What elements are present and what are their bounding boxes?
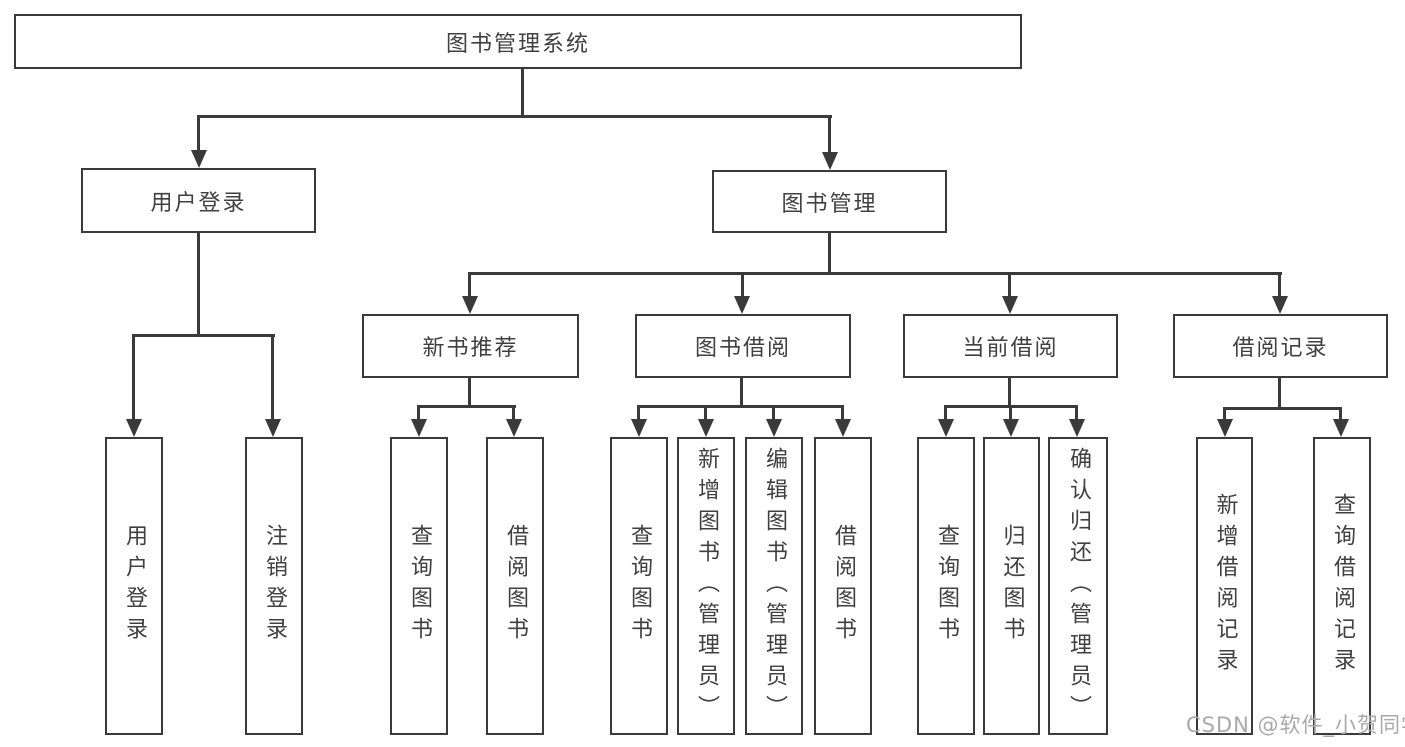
arrowhead-to-leaf-user-login [126,419,142,437]
node-root: 图书管理系统 [14,14,1022,69]
connector-borrow-stub [740,378,743,407]
arrowhead-to-cur-query [938,419,954,437]
connector-root-left-stem [197,115,200,153]
arrowhead-to-current-borrow [1002,296,1018,314]
arrowhead-to-rec-add [1217,419,1233,437]
connector-borrow-bar [637,405,844,408]
connector-bookmgmt-stub [828,233,831,274]
arrowhead-to-book-mgmt [822,152,838,170]
leaf-current-query-book: 查询图书 [917,437,975,735]
leaf-current-return-book: 归还图书 [983,437,1040,735]
connector-bookmgmt-stem-2 [741,272,744,299]
connector-bookmgmt-stem-4 [1278,272,1281,299]
connector-login-stem-2 [271,334,274,422]
connector-borrow-stem-1 [637,405,640,421]
leaf-logout: 注销登录 [245,437,303,735]
connector-bookmgmt-stem-3 [1008,272,1011,299]
csdn-watermark: CSDN @软件_小贺同学 [1186,713,1405,737]
connector-root-right-stem [828,115,831,155]
leaf-user-login: 用户登录 [105,437,163,735]
arrowhead-to-nb-borrow [506,419,522,437]
arrowhead-to-bw-query [631,419,647,437]
connector-current-stem-3 [1075,405,1078,421]
node-new-book-recommend: 新书推荐 [362,314,579,378]
connector-records-stem-1 [1223,407,1226,421]
arrowhead-to-rec-query [1333,419,1349,437]
leaf-borrow-edit-book-admin: 编辑图书（管理员） [745,437,803,735]
connector-records-stub [1278,378,1281,409]
arrowhead-to-bw-add [698,419,714,437]
leaf-current-confirm-return-admin: 确认归还（管理员） [1048,437,1108,735]
connector-root-bar [198,115,832,118]
arrowhead-to-book-borrow [734,296,750,314]
node-book-borrowing: 图书借阅 [635,314,851,378]
connector-bookmgmt-stem-1 [468,272,471,299]
connector-records-bar [1223,407,1342,410]
connector-current-stem-2 [1009,405,1012,421]
arrowhead-to-cur-confirm [1069,419,1085,437]
node-book-management: 图书管理 [712,170,947,233]
arrowhead-to-borrow-records [1272,296,1288,314]
connector-newbooks-stub [468,378,471,407]
node-user-login: 用户登录 [81,168,316,233]
node-current-borrowing: 当前借阅 [903,314,1118,378]
connector-current-stub [1008,378,1011,407]
connector-bookmgmt-bar [468,272,1282,275]
arrowhead-to-user-login [191,150,207,168]
connector-borrow-stem-3 [772,405,775,421]
connector-login-bar [133,334,275,337]
leaf-newbooks-query-book: 查询图书 [390,437,448,735]
leaf-records-query-record: 查询借阅记录 [1313,437,1371,735]
connector-borrow-stem-2 [704,405,707,421]
leaf-borrow-query-book: 查询图书 [610,437,668,735]
arrowhead-to-bw-edit [766,419,782,437]
arrowhead-to-leaf-logout [265,419,281,437]
connector-borrow-stem-4 [841,405,844,421]
connector-login-stem-1 [132,334,135,422]
connector-newbooks-stem-2 [512,405,515,421]
connector-newbooks-stem-1 [417,405,420,421]
connector-current-stem-1 [944,405,947,421]
connector-login-stub [197,233,200,335]
arrowhead-to-new-books [462,296,478,314]
leaf-records-add-record: 新增借阅记录 [1196,437,1253,735]
connector-newbooks-bar [417,405,516,408]
leaf-borrow-add-book-admin: 新增图书（管理员） [677,437,735,735]
leaf-newbooks-borrow-book: 借阅图书 [486,437,544,735]
arrowhead-to-bw-borrow [835,419,851,437]
node-borrowing-records: 借阅记录 [1173,314,1388,378]
arrowhead-to-nb-query [411,419,427,437]
connector-root-stub [521,69,524,117]
arrowhead-to-cur-return [1003,419,1019,437]
leaf-borrow-borrow-book: 借阅图书 [814,437,872,735]
connector-records-stem-2 [1339,407,1342,421]
